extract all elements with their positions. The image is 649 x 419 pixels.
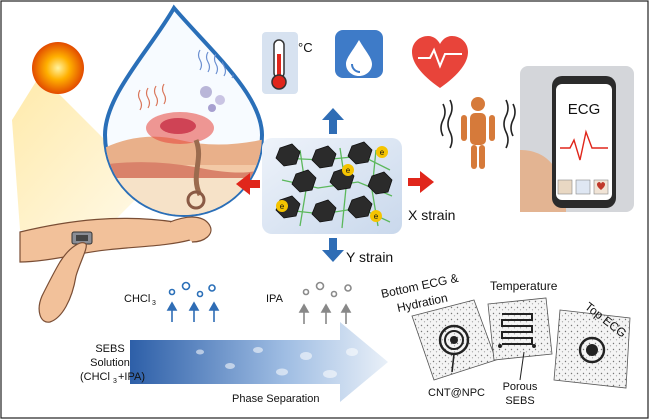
porous-line1: Porous [503,381,538,393]
chcl3-subscript: 3 [152,300,156,307]
ipa-droplets [302,281,352,298]
solution-line2: Solution [90,357,130,369]
top-ecg-patch [553,309,631,389]
electron-label: e [374,212,379,221]
chcl3-label: CHCl [124,293,150,305]
ipa-label: IPA [266,293,284,305]
chcl3-droplets [168,281,216,298]
phone-screen-title: ECG [568,101,601,118]
arm-illustration [19,216,212,323]
y-strain-label: Y strain [346,249,393,265]
smartphone-illustration [520,66,634,212]
thermometer-unit-label: °C [298,40,313,55]
sunlight-beam [12,75,150,235]
temperature-patch-label: Temperature [490,279,558,293]
electron-label: e [346,166,351,175]
person-sensing-icon [440,97,516,169]
porous-line2: SEBS [505,395,534,407]
solution-line3-end: +IPA) [118,371,145,383]
phase-separation-arrow [130,322,388,402]
heart-rate-icon [412,36,468,88]
ipa-up-arrows [298,303,352,324]
electron-label: e [380,148,385,157]
up-arrow [322,108,344,134]
electron-label: e [280,202,285,211]
cnt-npc-label: CNT@NPC [428,387,485,399]
porous-pointer [519,351,525,381]
temperature-patch [487,297,553,361]
solution-line3: (CHCl [80,371,110,383]
phase-separation-label: Phase Separation [232,393,319,405]
sun-icon [32,42,84,94]
solution-line1: SEBS [95,343,124,355]
x-strain-label: X strain [408,207,455,223]
bottom-ecg-patch [411,299,497,381]
electron-markers [276,146,388,222]
chcl3-up-arrows [166,301,220,322]
left-arrow [236,173,260,195]
solution-line3-subscript: 3 [113,378,117,385]
right-arrow [408,171,434,193]
hydration-icon [335,30,383,78]
thermometer-icon [262,32,298,94]
down-arrow [322,238,344,262]
skin-drop-illustration [102,4,265,218]
